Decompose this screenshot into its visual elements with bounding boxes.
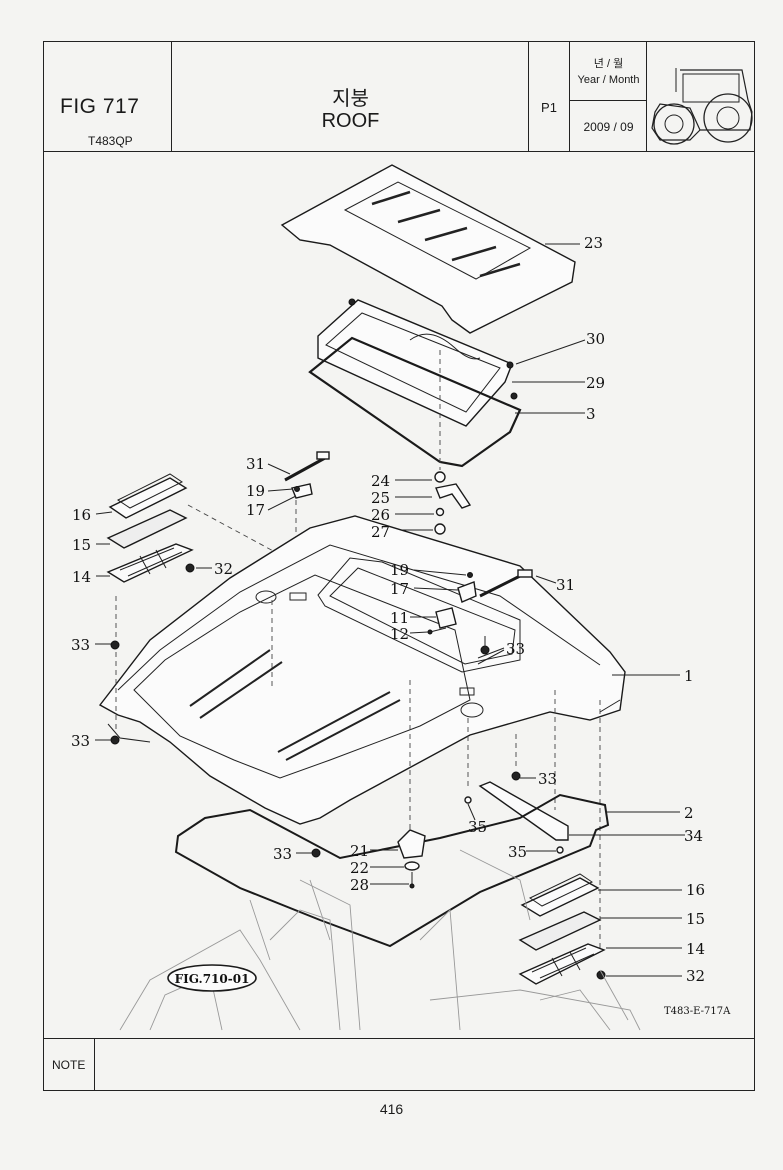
callout-35-center: 35 [468, 818, 487, 836]
callout-26: 26 [371, 506, 390, 524]
callout-25: 25 [371, 489, 390, 507]
header-bottom-rule [43, 151, 755, 153]
fig-code: FIG 717 [60, 95, 140, 118]
header-divider-2 [528, 41, 530, 152]
hatch-frame [317, 299, 513, 427]
callout-27: 27 [371, 523, 390, 541]
roof-top-panel [280, 164, 576, 334]
callout-11: 11 [390, 609, 409, 627]
callout-33-left-lower: 33 [71, 732, 90, 750]
callout-29: 29 [586, 374, 605, 392]
callout-1: 1 [684, 667, 694, 685]
callout-23: 23 [584, 234, 603, 252]
roof-shell [98, 515, 626, 825]
callout-32-left: 32 [214, 560, 233, 578]
drawing-code: T483-E-717A [664, 1006, 731, 1017]
cab-frame-background [119, 849, 641, 1031]
callout-28: 28 [350, 876, 369, 894]
filter-kit-left [106, 473, 195, 583]
reference-callout: FIG.710-01 [167, 964, 257, 992]
year-month-value: 2009 / 09 [583, 120, 634, 134]
header-divider-4 [646, 41, 648, 152]
year-month-rule [569, 100, 647, 101]
callout-14-left: 14 [72, 568, 91, 586]
title-korean: 지붕 [332, 88, 369, 110]
filter-kit-right [518, 873, 606, 985]
callout-16-right: 16 [686, 881, 705, 899]
callout-17-right: 17 [390, 580, 409, 598]
callout-17-upper: 17 [246, 501, 265, 519]
callout-31-upper: 31 [246, 455, 265, 473]
year-month-label-ko: 년 / 월 [593, 58, 624, 70]
callout-labels: 23 30 29 3 31 19 17 24 25 26 27 16 15 14… [71, 234, 705, 985]
tractor-icon [651, 68, 753, 145]
callout-19-upper: 19 [246, 482, 265, 500]
note-rule [43, 1038, 755, 1040]
title-english: ROOF [321, 110, 380, 132]
callout-22: 22 [350, 859, 369, 877]
page-frame [43, 41, 755, 1091]
callout-30: 30 [586, 330, 605, 348]
callout-15-right: 15 [686, 910, 705, 928]
callout-2: 2 [684, 804, 694, 822]
note-label: NOTE [52, 1058, 86, 1072]
callout-33-left-upper: 33 [71, 636, 90, 654]
callout-19-right: 19 [390, 561, 409, 579]
page-code: P1 [541, 100, 557, 115]
callout-16-left: 16 [72, 506, 91, 524]
callout-21: 21 [350, 842, 369, 860]
callout-15-left: 15 [72, 536, 91, 554]
page-number: 416 [379, 1101, 404, 1117]
year-month-label-en: Year / Month [577, 74, 640, 86]
callout-32-right: 32 [686, 967, 705, 985]
header-divider-1 [171, 41, 173, 152]
roof-bottom-seal [174, 793, 610, 948]
callout-34: 34 [684, 827, 703, 845]
callout-14-right: 14 [686, 940, 705, 958]
callout-35-right: 35 [508, 843, 527, 861]
reference-text: FIG.710-01 [175, 972, 250, 986]
callout-3: 3 [586, 405, 596, 423]
callout-24: 24 [371, 472, 390, 490]
header-divider-3 [569, 41, 571, 152]
callout-33-right: 33 [538, 770, 557, 788]
callout-33-center: 33 [506, 640, 525, 658]
note-divider [94, 1038, 96, 1091]
callout-31-right: 31 [556, 576, 575, 594]
callout-12: 12 [390, 625, 409, 643]
callout-33-bottom: 33 [273, 845, 292, 863]
model-code: T483QP [88, 134, 133, 148]
